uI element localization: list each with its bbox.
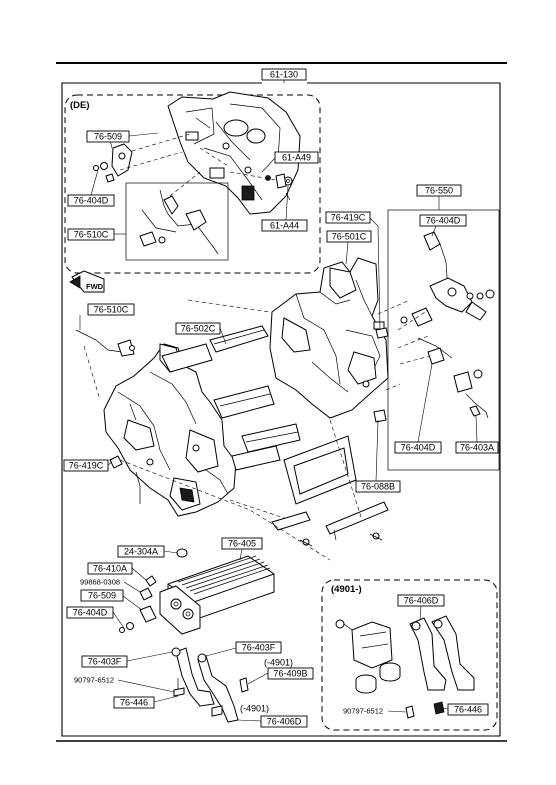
- de-fasteners: [275, 173, 293, 201]
- label-76-446-left[interactable]: 76-446: [113, 695, 179, 709]
- label-76-406d-box[interactable]: 76-406D: [397, 594, 445, 621]
- fwd-label: FWD: [86, 282, 104, 291]
- svg-text:90797-6512: 90797-6512: [74, 676, 114, 685]
- case-dashed-leaders: [83, 299, 411, 561]
- grommet: [176, 548, 188, 558]
- heater-fasteners: [119, 575, 157, 633]
- label-de-76-510c[interactable]: 76-510C: [67, 228, 126, 241]
- wire-76-510c: [75, 329, 141, 504]
- svg-text:76-404D: 76-404D: [74, 196, 109, 206]
- svg-text:76-403F: 76-403F: [88, 657, 122, 667]
- svg-text:76-410A: 76-410A: [93, 564, 127, 574]
- svg-text:(-4901): (-4901): [264, 658, 293, 668]
- svg-text:76-550: 76-550: [425, 186, 453, 196]
- heater-core-fins: [177, 555, 271, 595]
- svg-text:61-A44: 61-A44: [270, 221, 299, 231]
- label-76-403f-left[interactable]: 76-403F: [81, 651, 173, 668]
- svg-text:76-446: 76-446: [120, 698, 148, 708]
- label-76-406d-bot[interactable]: 76-406D: [237, 715, 308, 728]
- svg-text:24-304A: 24-304A: [124, 547, 158, 557]
- label-90797-right[interactable]: 90797-6512: [343, 707, 407, 716]
- svg-text:76-509: 76-509: [88, 591, 116, 601]
- label-76-404d-bot[interactable]: 76-404D: [66, 606, 125, 629]
- label-76-405[interactable]: 76-405: [221, 537, 263, 561]
- de-dashed-leaders: [119, 133, 277, 197]
- svg-text:90797-6512: 90797-6512: [343, 707, 383, 716]
- heater-core: [159, 555, 275, 635]
- svg-text:76-403A: 76-403A: [460, 443, 494, 453]
- svg-text:61-A49: 61-A49: [282, 153, 311, 163]
- svg-text:99868-0308: 99868-0308: [80, 578, 120, 587]
- label-76-403f-right[interactable]: 76-403F: [205, 641, 282, 657]
- label-76-419c-left[interactable]: 76-419C: [63, 459, 113, 472]
- svg-text:76-404D: 76-404D: [426, 216, 461, 226]
- detail-box-4901: (4901-): [321, 579, 498, 731]
- svg-text:(-4901): (-4901): [240, 704, 269, 714]
- door-flaps: [161, 325, 301, 471]
- svg-text:76-446: 76-446: [454, 705, 482, 715]
- label-24-304a[interactable]: 24-304A: [117, 545, 178, 558]
- svg-text:76-502C: 76-502C: [181, 324, 216, 334]
- label-99868-0308[interactable]: 99868-0308: [80, 578, 141, 593]
- label-90797-left[interactable]: 90797-6512: [74, 676, 175, 693]
- label-76-550[interactable]: 76-550: [416, 184, 462, 210]
- label-76-404d-r2[interactable]: 76-404D: [394, 363, 442, 454]
- label-76-510c[interactable]: 76-510C: [79, 303, 135, 330]
- mounting-brackets: [271, 501, 389, 547]
- label-76-403a[interactable]: 76-403A: [455, 415, 499, 454]
- heater-hoses: [171, 647, 249, 723]
- de-wire-box: [125, 182, 229, 261]
- label-4901-a[interactable]: (-4901): [264, 658, 293, 668]
- svg-text:76-088B: 76-088B: [361, 482, 395, 492]
- svg-text:76-404D: 76-404D: [401, 443, 436, 453]
- svg-text:76-406D: 76-406D: [267, 717, 302, 727]
- svg-text:76-510C: 76-510C: [94, 305, 129, 315]
- svg-text:76-405: 76-405: [228, 539, 256, 549]
- label-76-088b[interactable]: 76-088B: [355, 419, 401, 493]
- linkage-box: [387, 209, 500, 471]
- label-de-61-a44[interactable]: 61-A44: [261, 185, 308, 232]
- label-de-61-a49[interactable]: 61-A49: [261, 151, 319, 173]
- gasket-seal: [283, 435, 357, 505]
- svg-text:76-404D: 76-404D: [73, 608, 108, 618]
- label-76-446-right[interactable]: 76-446: [441, 703, 489, 716]
- svg-text:76-406D: 76-406D: [404, 596, 439, 606]
- label-61-130[interactable]: 61-130: [261, 68, 307, 81]
- de-blower-housing: [167, 91, 301, 215]
- detail-4901-parts: [335, 615, 475, 719]
- label-de-76-509[interactable]: 76-509: [86, 130, 159, 143]
- label-de-76-404d[interactable]: 76-404D: [67, 169, 115, 207]
- clips: [109, 327, 389, 469]
- svg-text:76-403F: 76-403F: [242, 643, 276, 653]
- label-76-410a[interactable]: 76-410A: [87, 562, 147, 581]
- svg-text:76-419C: 76-419C: [331, 213, 366, 223]
- svg-text:76-501C: 76-501C: [332, 232, 367, 242]
- label-76-419c-top[interactable]: 76-419C: [325, 211, 381, 331]
- label-76-502c[interactable]: 76-502C: [175, 322, 227, 345]
- label-76-409b[interactable]: 76-409B: [247, 667, 314, 685]
- svg-text:76-509: 76-509: [94, 132, 122, 142]
- de-detail-box: (DE): [64, 94, 321, 274]
- fwd-arrow: FWD: [69, 270, 105, 293]
- de-variant-label: (DE): [70, 100, 90, 111]
- svg-text:61-130: 61-130: [270, 70, 298, 80]
- svg-text:76-409B: 76-409B: [273, 669, 307, 679]
- svg-text:76-419C: 76-419C: [69, 461, 104, 471]
- label-4901-b[interactable]: (-4901): [240, 704, 269, 714]
- de-lever-parts: [93, 139, 133, 183]
- label-76-404d-r1[interactable]: 76-404D: [419, 214, 467, 237]
- label-76-509[interactable]: 76-509: [80, 589, 143, 611]
- variant-4901-label: (4901-): [331, 584, 362, 595]
- svg-text:76-510C: 76-510C: [74, 230, 109, 240]
- case-right-half: [269, 257, 389, 419]
- label-76-501c[interactable]: 76-501C: [326, 230, 372, 265]
